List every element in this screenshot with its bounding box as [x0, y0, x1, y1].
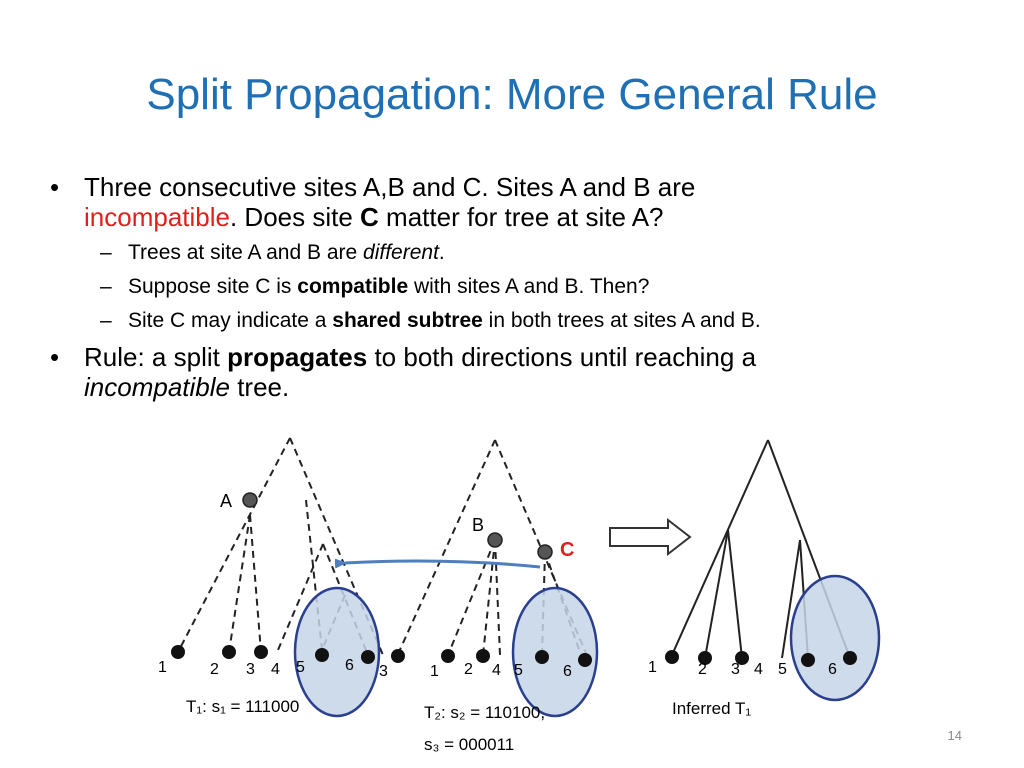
leaf-label: 2: [210, 661, 219, 678]
leaf-label: 6: [828, 661, 837, 678]
leaf-node: [171, 645, 185, 659]
slide-title: Split Propagation: More General Rule: [146, 70, 878, 119]
leaf-node: [254, 645, 268, 659]
bullet-dot: •: [50, 342, 60, 372]
sub-bullet-3: – Site C may indicate a shared subtree i…: [50, 308, 1010, 334]
sub-bullet-3-text-a: Site C may indicate a: [128, 309, 333, 332]
leaf-label: 1: [648, 659, 657, 676]
sub-bullet-1-end: .: [438, 241, 445, 264]
tree-2-leaves: [441, 649, 592, 667]
sub-bullet-dash: –: [100, 275, 112, 298]
leaf-node: [441, 649, 455, 663]
sub-bullet-1: – Trees at site A and B are different.: [50, 240, 1010, 266]
sub-bullet-2-text-b: with sites A and B. Then?: [408, 275, 650, 298]
leaf-node: [315, 648, 329, 662]
caption-s3: s₃ = 000011: [424, 735, 514, 754]
different-word: different: [363, 241, 439, 264]
leaf-label: 6: [563, 663, 572, 680]
inference-arrow-icon: [609, 517, 692, 557]
label-a: A: [220, 491, 232, 511]
site-b-node: [487, 532, 503, 548]
leaf-label: 3: [246, 661, 255, 678]
caption-t2: T₂: s₂ = 110100,: [424, 703, 545, 722]
sub-bullet-dash: –: [100, 309, 112, 332]
leaf-node: [476, 649, 490, 663]
shared-subtree-ellipse-1: [293, 586, 381, 718]
page-number: 14: [947, 728, 962, 743]
bullet-1: • Three consecutive sites A,B and C. Sit…: [50, 172, 1010, 232]
sub-bullet-1-text: Trees at site A and B are: [128, 241, 364, 264]
bullet-1-text-b: matter for tree at site A?: [378, 202, 664, 232]
bullet-1-text-a: . Does site: [229, 202, 361, 232]
site-c-node: [537, 544, 553, 560]
leaf-label: 4: [271, 661, 280, 678]
tree-1-leaves: [171, 645, 405, 664]
leaf-label: 1: [158, 659, 167, 676]
leaf-node: [843, 651, 857, 665]
leaf-node: [391, 649, 405, 663]
leaf-label: 2: [698, 661, 707, 678]
incompatible-word: incompatible: [84, 202, 230, 232]
site-c-bold: C: [360, 202, 379, 232]
sub-bullet-dash: –: [100, 241, 112, 264]
sub-bullet-2: – Suppose site C is compatible with site…: [50, 274, 1010, 300]
label-b: B: [472, 515, 484, 535]
tree-3-leaves: [665, 650, 857, 667]
leaf-label: 6: [345, 657, 354, 674]
label-c: C: [560, 539, 574, 561]
leaf-node: [698, 651, 712, 665]
leaf-label: 5: [778, 661, 787, 678]
bullet-2-tree: tree.: [229, 372, 290, 402]
sub-bullet-3-text-b: in both trees at sites A and B.: [482, 309, 761, 332]
bullet-2-text-b: to both directions until reaching a: [367, 342, 757, 372]
leaf-node: [535, 650, 549, 664]
leaf-node: [735, 651, 749, 665]
leaf-label: 3: [731, 661, 740, 678]
compatible-word: compatible: [297, 275, 409, 298]
leaf-label: 5: [514, 662, 523, 679]
caption-inferred: Inferred T₁: [672, 699, 751, 718]
leaf-label: 5: [296, 659, 305, 676]
leaf-label: 1: [430, 663, 439, 680]
leaf-node: [361, 650, 375, 664]
bullet-list: • Three consecutive sites A,B and C. Sit…: [50, 172, 1010, 410]
sub-bullet-2-text-a: Suppose site C is: [128, 275, 298, 298]
leaf-label: 2: [464, 661, 473, 678]
leaf-node: [222, 645, 236, 659]
caption-t1: T₁: s₁ = 111000: [186, 697, 299, 716]
leaf-label: 3: [379, 663, 388, 680]
bullet-dot: •: [50, 172, 60, 202]
leaf-node: [801, 653, 815, 667]
shared-subtree-word: shared subtree: [332, 309, 483, 332]
incompatible-italic: incompatible: [84, 372, 230, 402]
propagation-arrow: [334, 558, 541, 569]
leaf-node: [665, 650, 679, 664]
bullet-2-text-a: Rule: a split: [84, 342, 228, 372]
shared-subtree-ellipse-2: [511, 586, 599, 718]
site-a-node: [242, 492, 258, 508]
leaf-node: [578, 653, 592, 667]
propagates-word: propagates: [227, 342, 368, 372]
bullet-1-line1: Three consecutive sites A,B and C. Sites…: [84, 172, 696, 202]
shared-subtree-ellipse-3: [789, 574, 881, 702]
leaf-label: 4: [754, 661, 763, 678]
leaf-label: 4: [492, 662, 501, 679]
bullet-2: • Rule: a split propagates to both direc…: [50, 342, 1010, 402]
